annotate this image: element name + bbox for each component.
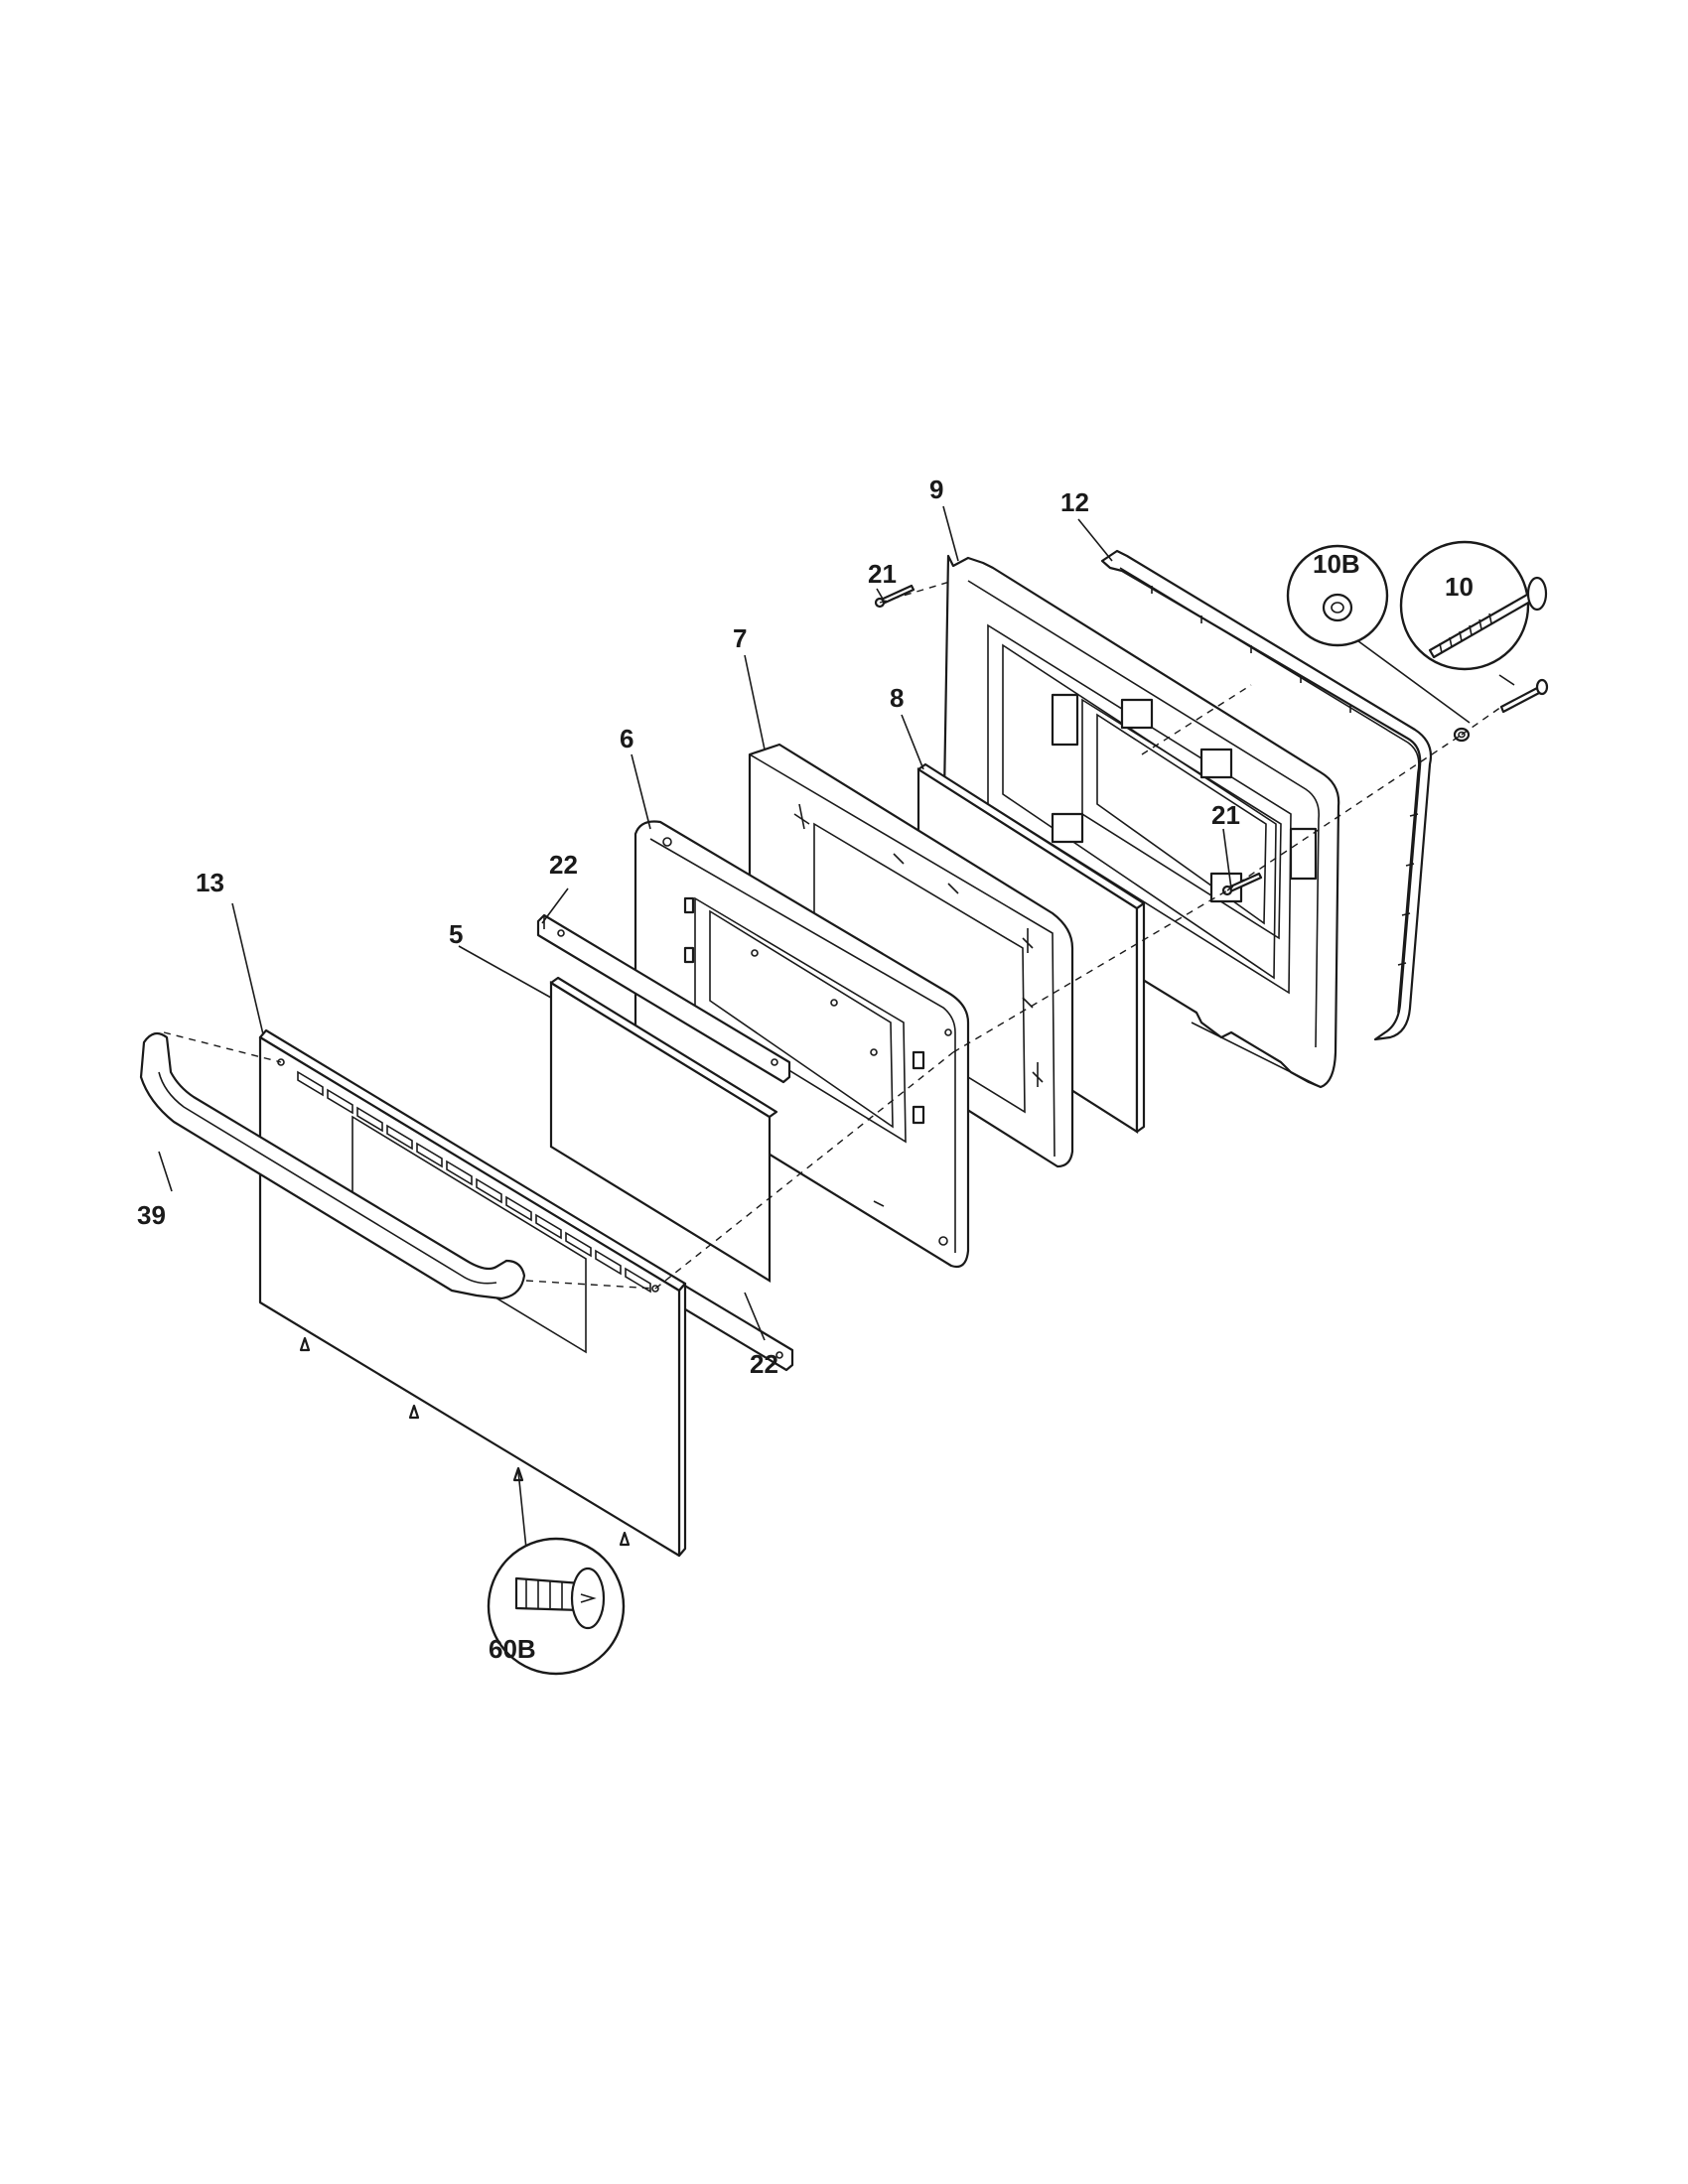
glass-retainer-top [536,913,791,1084]
label-13: 13 [196,868,224,897]
callout-10b [1286,544,1389,647]
door-front-panel [258,1028,687,1558]
label-12: 12 [1060,487,1089,517]
glass-frame [633,820,970,1269]
label-10b: 10B [1313,549,1360,579]
assembly-lines [163,580,1502,1290]
pin-top [874,584,915,609]
label-9: 9 [929,475,943,504]
label-22-top: 22 [549,850,578,880]
inner-glass [549,976,778,1283]
handle-screw-small [1499,678,1549,714]
callout-10 [1399,540,1548,671]
label-21-top: 21 [868,559,897,589]
label-7: 7 [733,623,747,653]
label-39: 39 [137,1200,166,1230]
gasket [1100,549,1433,1041]
door-liner [941,554,1340,1089]
label-60b: 60B [489,1634,536,1664]
callout-60b [487,1537,626,1676]
part-labels: 13 39 5 22 22 6 7 8 9 12 21 21 10 10B 60… [137,475,1474,1664]
label-8: 8 [890,683,904,713]
label-5: 5 [449,919,463,949]
label-22-bottom: 22 [750,1349,778,1379]
label-10: 10 [1445,572,1474,602]
label-6: 6 [620,724,633,753]
insulation [748,743,1074,1168]
label-21-right: 21 [1211,800,1240,830]
pin-right [1221,872,1263,896]
handle [139,1031,526,1300]
